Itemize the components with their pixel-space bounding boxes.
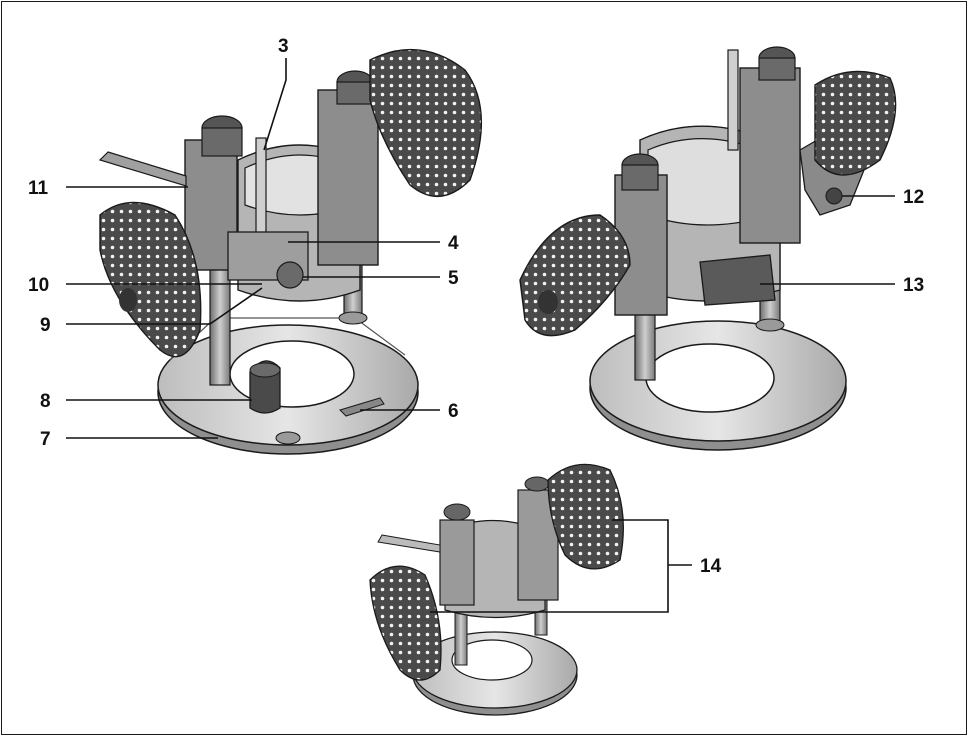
callout-8: 8 [40, 391, 51, 412]
callout-14: 14 [700, 556, 722, 577]
router-small-view [369, 463, 624, 716]
callout-11: 11 [28, 178, 49, 199]
callout-4: 4 [448, 233, 459, 254]
callout-12: 12 [903, 187, 924, 208]
router-rear-view [519, 46, 897, 451]
callout-10: 10 [28, 275, 49, 296]
router-front-view [98, 48, 483, 455]
callout-13: 13 [903, 275, 924, 296]
callout-9: 9 [40, 315, 51, 336]
callout-3: 3 [278, 36, 289, 57]
callout-5: 5 [448, 268, 459, 289]
callout-7: 7 [40, 429, 51, 450]
leader-lines [66, 58, 895, 613]
callout-6: 6 [448, 401, 459, 422]
